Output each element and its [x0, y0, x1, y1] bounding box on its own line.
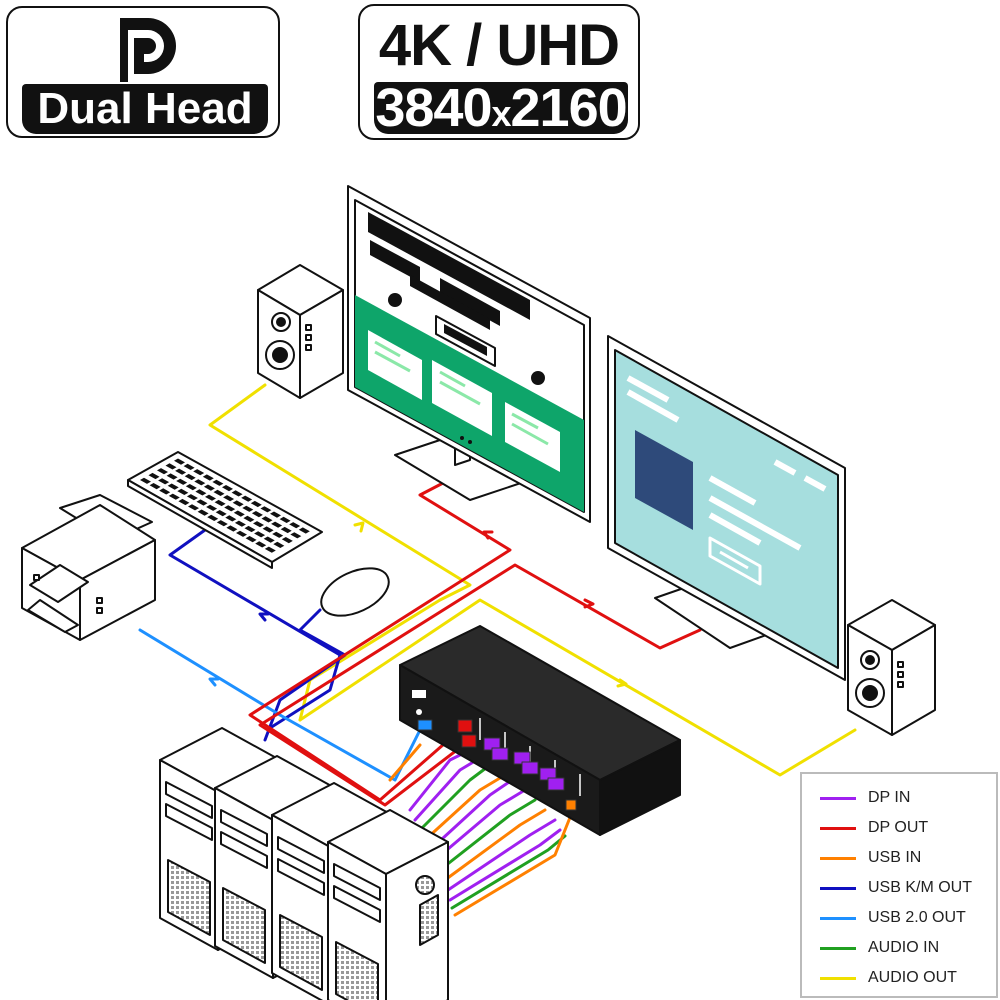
legend-label: USB 2.0 OUT	[868, 909, 966, 926]
legend-item-audio-out: AUDIO OUT	[820, 966, 957, 990]
cable-usb-km-keyboard	[168, 528, 342, 730]
cable-dp-out-monitor-2	[258, 563, 702, 807]
cable-dp-out-monitor-1	[248, 480, 512, 802]
legend-item-usb-km-out: USB K/M OUT	[820, 876, 972, 900]
displayport-badge: Dual Head	[6, 6, 280, 138]
legend-swatch	[820, 826, 856, 830]
legend-swatch	[820, 976, 856, 980]
resolution-width: 3840	[375, 78, 492, 138]
printer	[21, 494, 156, 641]
resolution-title: 4K / UHD	[378, 13, 620, 78]
legend-label: USB K/M OUT	[868, 879, 973, 896]
resolution-value: 3840x2160	[374, 81, 628, 135]
legend-label: DP OUT	[868, 819, 929, 836]
cable-usb2-printer	[138, 628, 422, 782]
speaker-right	[847, 599, 936, 736]
legend-label: AUDIO IN	[868, 939, 940, 956]
legend-item-dp-out: DP OUT	[820, 816, 928, 840]
computer-tower-4-panel	[415, 875, 439, 946]
displayport-logo-icon	[120, 18, 176, 82]
resolution-badge: 4K / UHD 3840x2160	[358, 4, 640, 140]
legend-swatch	[820, 946, 856, 950]
cable-audio-out-right-speaker	[298, 598, 857, 777]
legend-item-usb2-out: USB 2.0 OUT	[820, 906, 966, 930]
legend-swatch	[820, 886, 856, 890]
legend-label: DP IN	[868, 789, 911, 806]
resolution-height: 2160	[510, 78, 628, 138]
kvm-switch	[399, 625, 681, 836]
cable-audio-out-left-speaker	[208, 383, 472, 722]
legend-label: AUDIO OUT	[868, 969, 957, 986]
keyboard	[127, 451, 323, 569]
legend: DP IN DP OUT USB IN USB K/M OUT USB 2.0 …	[800, 772, 998, 998]
monitor-1	[347, 185, 591, 523]
legend-item-usb-in: USB IN	[820, 846, 921, 870]
legend-item-audio-in: AUDIO IN	[820, 936, 939, 960]
legend-swatch	[820, 916, 856, 920]
legend-label: USB IN	[868, 849, 922, 866]
computers	[159, 727, 449, 1000]
speaker-left	[257, 264, 344, 399]
cables	[138, 383, 857, 917]
monitor-2	[607, 335, 846, 681]
dual-head-label: Dual Head	[22, 84, 268, 134]
legend-swatch	[820, 856, 856, 860]
legend-swatch	[820, 796, 856, 800]
mouse	[320, 567, 390, 617]
resolution-x: x	[491, 93, 511, 134]
legend-item-dp-in: DP IN	[820, 786, 910, 810]
